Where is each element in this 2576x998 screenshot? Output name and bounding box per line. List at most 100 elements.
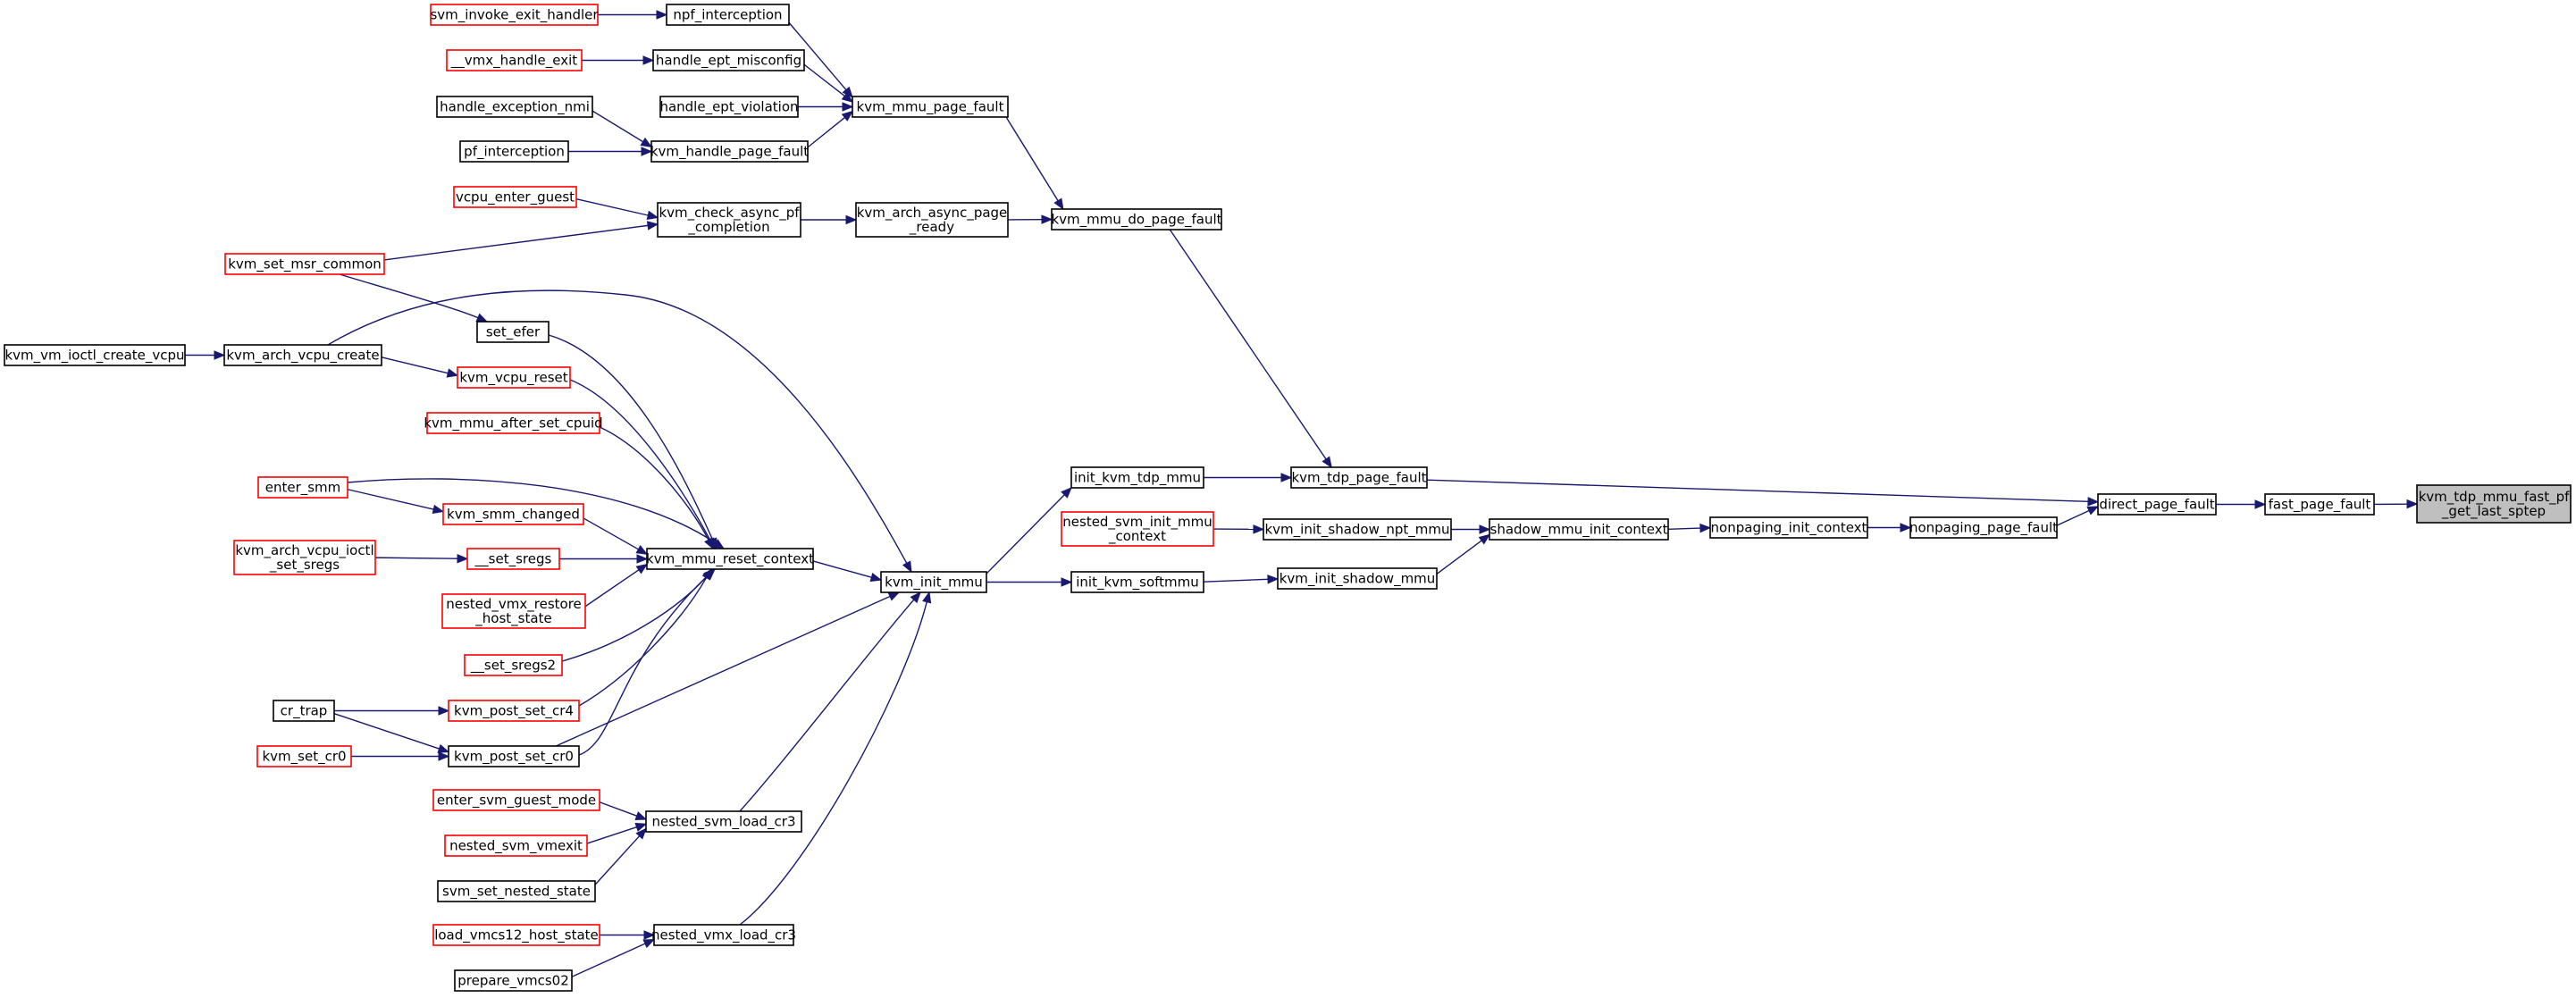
node-prepare-vmcs02[interactable]: prepare_vmcs02 (454, 969, 573, 992)
node-box[interactable] (441, 593, 586, 629)
node-pf-interception[interactable]: pf_interception (459, 140, 569, 163)
node-box[interactable] (657, 202, 801, 238)
node-nested-svm-load-cr3[interactable]: nested_svm_load_cr3 (645, 810, 802, 833)
node-enter-svm-guest-mode[interactable]: enter_svm_guest_mode (432, 789, 600, 811)
node-kvm-vm-ioctl-create-vcpu[interactable]: kvm_vm_ioctl_create_vcpu (4, 344, 186, 366)
node-box[interactable] (476, 321, 550, 343)
node-kvm-post-set-cr0[interactable]: kvm_post_set_cr0 (448, 745, 580, 767)
node-kvm-set-msr-common[interactable]: kvm_set_msr_common (224, 253, 385, 275)
node-box[interactable] (650, 140, 809, 163)
node-npf-interception[interactable]: npf_interception (666, 4, 790, 26)
node-kvm-smm-changed[interactable]: kvm_smm_changed (442, 503, 584, 525)
node-kvm-mmu-after-set-cpuid[interactable]: kvm_mmu_after_set_cpuid (424, 412, 603, 434)
node-kvm-arch-vcpu-create[interactable]: kvm_arch_vcpu_create (223, 344, 382, 366)
node-kvm-check-async-pf-completion[interactable]: kvm_check_async_pf_completion (657, 202, 801, 238)
node-box[interactable] (432, 789, 600, 811)
node-box[interactable] (2416, 484, 2572, 524)
node-box[interactable] (666, 4, 790, 26)
node-vmx-handle-exit[interactable]: __vmx_handle_exit (446, 49, 583, 71)
node-box[interactable] (437, 880, 596, 902)
node-nested-svm-vmexit[interactable]: nested_svm_vmexit (444, 834, 588, 857)
node-kvm-init-shadow-npt-mmu[interactable]: kvm_init_shadow_npt_mmu (1263, 518, 1452, 541)
node-enter-smm[interactable]: enter_smm (257, 476, 348, 499)
node-box[interactable] (464, 654, 563, 676)
node-load-vmcs12-host-state[interactable]: load_vmcs12_host_state (432, 924, 600, 946)
node-box[interactable] (448, 700, 580, 722)
node-kvm-mmu-do-page-fault[interactable]: kvm_mmu_do_page_fault (1051, 208, 1222, 231)
node-kvm-init-mmu[interactable]: kvm_init_mmu (880, 571, 987, 593)
node-box[interactable] (652, 49, 805, 71)
node-box[interactable] (257, 476, 348, 499)
node-box[interactable] (436, 96, 593, 118)
node-box[interactable] (453, 186, 577, 208)
node-handle-exception-nmi[interactable]: handle_exception_nmi (436, 96, 593, 118)
node-root[interactable]: kvm_tdp_mmu_fast_pf_get_last_sptep (2416, 484, 2572, 524)
node-set-efer[interactable]: set_efer (476, 321, 550, 343)
node-kvm-set-cr0[interactable]: kvm_set_cr0 (256, 745, 352, 767)
node-kvm-tdp-page-fault[interactable]: kvm_tdp_page_fault (1290, 466, 1428, 489)
node-box[interactable] (646, 548, 814, 570)
node-cr-trap[interactable]: cr_trap (273, 700, 335, 722)
node-kvm-init-shadow-mmu[interactable]: kvm_init_shadow_mmu (1277, 567, 1438, 590)
node-box[interactable] (4, 344, 186, 366)
node-box[interactable] (653, 924, 794, 946)
node-box[interactable] (446, 49, 583, 71)
node-nested-vmx-restore-host-state[interactable]: nested_vmx_restore_host_state (441, 593, 586, 629)
node-kvm-mmu-reset-context[interactable]: kvm_mmu_reset_context (646, 548, 814, 570)
node-box[interactable] (659, 96, 799, 118)
node-kvm-vcpu-reset[interactable]: kvm_vcpu_reset (457, 366, 571, 389)
node-box[interactable] (852, 96, 1009, 118)
node-box[interactable] (444, 834, 588, 857)
node-box[interactable] (223, 344, 382, 366)
node-nested-vmx-load-cr3[interactable]: nested_vmx_load_cr3 (651, 924, 796, 946)
node-init-kvm-softmmu[interactable]: init_kvm_softmmu (1070, 571, 1204, 593)
node-box[interactable] (1070, 466, 1204, 489)
node-svm-set-nested-state[interactable]: svm_set_nested_state (437, 880, 596, 902)
node-fast-page-fault[interactable]: fast_page_fault (2264, 493, 2375, 516)
node-nested-svm-init-mmu-context[interactable]: nested_svm_init_mmu_context (1061, 511, 1214, 547)
node-box[interactable] (457, 366, 571, 389)
node-box[interactable] (224, 253, 385, 275)
node-box[interactable] (1051, 208, 1222, 231)
node-svm-invoke-exit-handler[interactable]: svm_invoke_exit_handler (430, 4, 599, 26)
node-box[interactable] (645, 810, 802, 833)
node-box[interactable] (2264, 493, 2375, 516)
node-nonpaging-init-context[interactable]: nonpaging_init_context (1709, 516, 1868, 539)
node-box[interactable] (233, 540, 376, 575)
node-box[interactable] (426, 412, 600, 434)
node-box[interactable] (466, 548, 560, 570)
node-init-kvm-tdp-mmu[interactable]: init_kvm_tdp_mmu (1070, 466, 1204, 489)
node-box[interactable] (2097, 493, 2217, 516)
node-vcpu-enter-guest[interactable]: vcpu_enter_guest (453, 186, 577, 208)
node-kvm-mmu-page-fault[interactable]: kvm_mmu_page_fault (852, 96, 1009, 118)
node-shadow-mmu-init-context[interactable]: shadow_mmu_init_context (1489, 518, 1669, 541)
node-box[interactable] (1489, 518, 1669, 541)
node-set-sregs2[interactable]: __set_sregs2 (464, 654, 563, 676)
node-box[interactable] (432, 924, 600, 946)
node-box[interactable] (880, 571, 987, 593)
node-box[interactable] (256, 745, 352, 767)
node-direct-page-fault[interactable]: direct_page_fault (2097, 493, 2217, 516)
node-box[interactable] (273, 700, 335, 722)
node-box[interactable] (855, 202, 1009, 238)
node-box[interactable] (1909, 516, 2058, 539)
node-box[interactable] (442, 503, 584, 525)
node-handle-ept-violation[interactable]: handle_ept_violation (659, 96, 799, 118)
node-box[interactable] (454, 969, 573, 992)
node-box[interactable] (1061, 511, 1214, 547)
node-handle-ept-misconfig[interactable]: handle_ept_misconfig (652, 49, 805, 71)
node-box[interactable] (1263, 518, 1452, 541)
node-kvm-handle-page-fault[interactable]: kvm_handle_page_fault (650, 140, 809, 163)
node-box[interactable] (1277, 567, 1438, 590)
node-box[interactable] (1709, 516, 1868, 539)
node-nonpaging-page-fault[interactable]: nonpaging_page_fault (1909, 516, 2058, 539)
node-kvm-arch-vcpu-ioctl-set-sregs[interactable]: kvm_arch_vcpu_ioctl_set_sregs (233, 540, 376, 575)
node-box[interactable] (448, 745, 580, 767)
node-kvm-arch-async-page-ready[interactable]: kvm_arch_async_page_ready (855, 202, 1009, 238)
node-box[interactable] (1290, 466, 1428, 489)
node-box[interactable] (459, 140, 569, 163)
node-box[interactable] (430, 4, 599, 26)
node-kvm-post-set-cr4[interactable]: kvm_post_set_cr4 (448, 700, 580, 722)
node-set-sregs[interactable]: __set_sregs (466, 548, 560, 570)
node-box[interactable] (1070, 571, 1204, 593)
